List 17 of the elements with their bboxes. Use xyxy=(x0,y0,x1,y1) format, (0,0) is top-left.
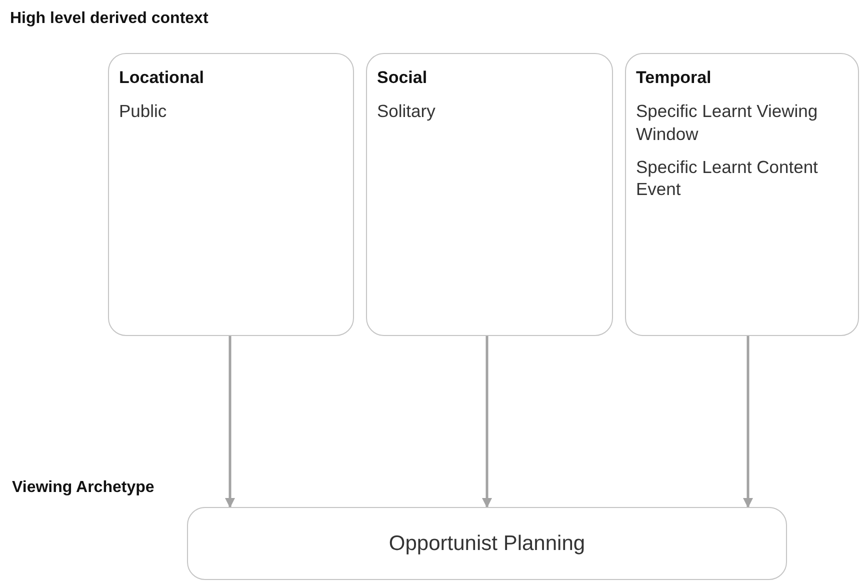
section-label: Viewing Archetype xyxy=(12,479,154,497)
box-heading: Temporal xyxy=(636,68,712,88)
context-box xyxy=(625,53,859,336)
arrow xyxy=(743,336,753,508)
arrow xyxy=(482,336,492,508)
box-text: Specific Learnt Viewing Window xyxy=(636,100,819,146)
box-text: Specific Learnt Content Event xyxy=(636,156,819,201)
context-box xyxy=(108,53,354,336)
box-text: Opportunist Planning xyxy=(388,532,586,556)
context-box xyxy=(366,53,613,336)
box-text: Solitary xyxy=(377,100,436,123)
diagram-title: High level derived context xyxy=(10,10,208,28)
box-heading: Social xyxy=(377,68,428,88)
arrow xyxy=(225,336,235,508)
box-text: Public xyxy=(119,100,168,123)
box-heading: Locational xyxy=(119,68,206,88)
archetype-box xyxy=(187,507,787,580)
